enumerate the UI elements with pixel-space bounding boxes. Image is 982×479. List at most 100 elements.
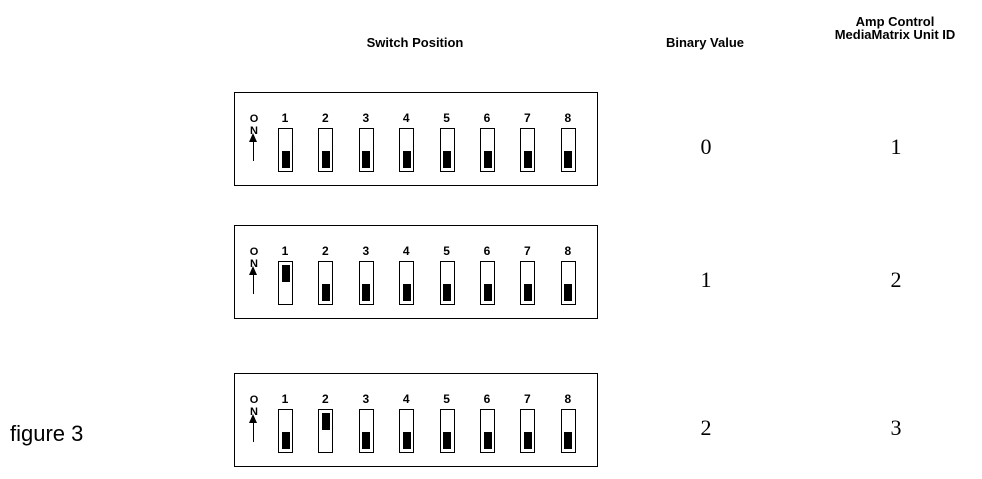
switch-number: 5 <box>443 392 450 406</box>
switch-slot[interactable] <box>480 261 495 305</box>
switch-slot[interactable] <box>560 128 576 172</box>
switch-knob[interactable] <box>321 151 330 168</box>
dip-switch[interactable]: 3 <box>346 93 386 187</box>
dip-switch[interactable]: 5 <box>427 374 467 468</box>
switch-knob[interactable] <box>564 284 573 301</box>
dip-switch[interactable]: 5 <box>427 226 467 320</box>
dip-switch[interactable]: 6 <box>467 93 507 187</box>
on-label-letter: N <box>250 125 258 137</box>
switch-slot[interactable] <box>278 409 293 453</box>
switch-slot[interactable] <box>520 409 536 453</box>
dip-switch[interactable]: 8 <box>548 374 588 468</box>
switch-slot[interactable] <box>278 261 293 305</box>
switch-knob[interactable] <box>443 284 452 301</box>
switch-slot[interactable] <box>278 128 293 172</box>
switch-knob[interactable] <box>443 432 452 449</box>
switch-number: 2 <box>322 244 329 258</box>
switch-number: 5 <box>443 111 450 125</box>
dip-switch[interactable]: 1 <box>265 226 305 320</box>
switch-knob[interactable] <box>402 151 411 168</box>
switch-slot[interactable] <box>439 261 455 305</box>
switch-slot[interactable] <box>399 128 415 172</box>
switch-knob[interactable] <box>523 284 532 301</box>
switch-knob[interactable] <box>443 151 452 168</box>
switch-slot[interactable] <box>439 128 455 172</box>
switch-slot[interactable] <box>318 128 334 172</box>
dip-switch[interactable]: 2 <box>305 374 345 468</box>
binary-value: 0 <box>700 134 712 159</box>
switch-knob[interactable] <box>564 151 573 168</box>
switch-knob[interactable] <box>281 432 290 449</box>
dip-switch[interactable]: 4 <box>386 374 426 468</box>
on-label-letter: N <box>250 406 258 418</box>
switch-knob[interactable] <box>564 432 573 449</box>
switch-knob[interactable] <box>362 284 371 301</box>
switch-number: 4 <box>402 244 410 258</box>
dip-switch[interactable]: 5 <box>427 93 467 187</box>
switch-number: 1 <box>281 244 289 258</box>
switch-slot[interactable] <box>358 261 374 305</box>
dip-switch[interactable]: 3 <box>346 374 386 468</box>
dip-switch[interactable]: 4 <box>386 93 426 187</box>
switch-number: 6 <box>483 244 491 258</box>
switch-slot[interactable] <box>318 409 334 453</box>
dip-switch[interactable]: 8 <box>548 93 588 187</box>
dip-switch[interactable]: 3 <box>346 226 386 320</box>
switch-slot[interactable] <box>318 261 334 305</box>
switch-knob[interactable] <box>281 151 290 168</box>
switch-number: 3 <box>362 111 370 125</box>
switch-knob[interactable] <box>402 432 411 449</box>
unit-id-value: 3 <box>890 415 902 440</box>
dip-switch[interactable]: 6 <box>467 226 507 320</box>
switch-knob[interactable] <box>523 151 532 168</box>
switch-knob[interactable] <box>483 284 492 301</box>
switch-slot[interactable] <box>399 409 415 453</box>
switch-number: 2 <box>322 392 329 406</box>
switch-slot[interactable] <box>358 409 374 453</box>
switch-slot[interactable] <box>520 261 536 305</box>
dip-switch[interactable]: 6 <box>467 374 507 468</box>
switch-number: 7 <box>524 111 531 125</box>
switch-knob[interactable] <box>483 432 492 449</box>
dip-switch[interactable]: 1 <box>265 374 305 468</box>
switch-number: 6 <box>483 111 491 125</box>
switch-number: 7 <box>524 244 531 258</box>
switch-knob[interactable] <box>281 265 290 282</box>
switch-knob[interactable] <box>362 432 371 449</box>
up-arrow-icon <box>248 266 258 294</box>
switch-slot[interactable] <box>480 128 495 172</box>
dip-switch[interactable]: 7 <box>507 374 547 468</box>
switch-number: 4 <box>402 392 410 406</box>
dip-switch[interactable]: 7 <box>507 226 547 320</box>
switch-knob[interactable] <box>483 151 492 168</box>
on-label-letter: N <box>250 258 258 270</box>
switch-knob[interactable] <box>402 284 411 301</box>
switch-slot[interactable] <box>358 128 374 172</box>
switch-slot[interactable] <box>520 128 536 172</box>
dip-switch[interactable]: 1 <box>265 93 305 187</box>
up-arrow-icon <box>248 133 258 161</box>
switch-knob[interactable] <box>523 432 532 449</box>
switch-position-header: Switch Position <box>366 35 464 50</box>
switch-knob[interactable] <box>362 151 371 168</box>
dip-switch[interactable]: 7 <box>507 93 547 187</box>
dip-switch[interactable]: 8 <box>548 226 588 320</box>
switch-knob[interactable] <box>321 284 330 301</box>
switch-slot[interactable] <box>480 409 495 453</box>
dip-switch[interactable]: 4 <box>386 226 426 320</box>
switch-slot[interactable] <box>560 261 576 305</box>
dip-switch[interactable]: 2 <box>305 93 345 187</box>
switch-slot[interactable] <box>439 409 455 453</box>
switch-slot[interactable] <box>560 409 576 453</box>
unit-id-header-line2: MediaMatrix Unit ID <box>834 27 956 42</box>
switch-number: 1 <box>281 111 289 125</box>
switch-slot[interactable] <box>399 261 415 305</box>
dip-switch[interactable]: 2 <box>305 226 345 320</box>
switch-knob[interactable] <box>321 413 330 430</box>
unit-id-header: Amp Control MediaMatrix Unit ID <box>800 15 982 41</box>
up-arrow-icon <box>248 414 258 442</box>
